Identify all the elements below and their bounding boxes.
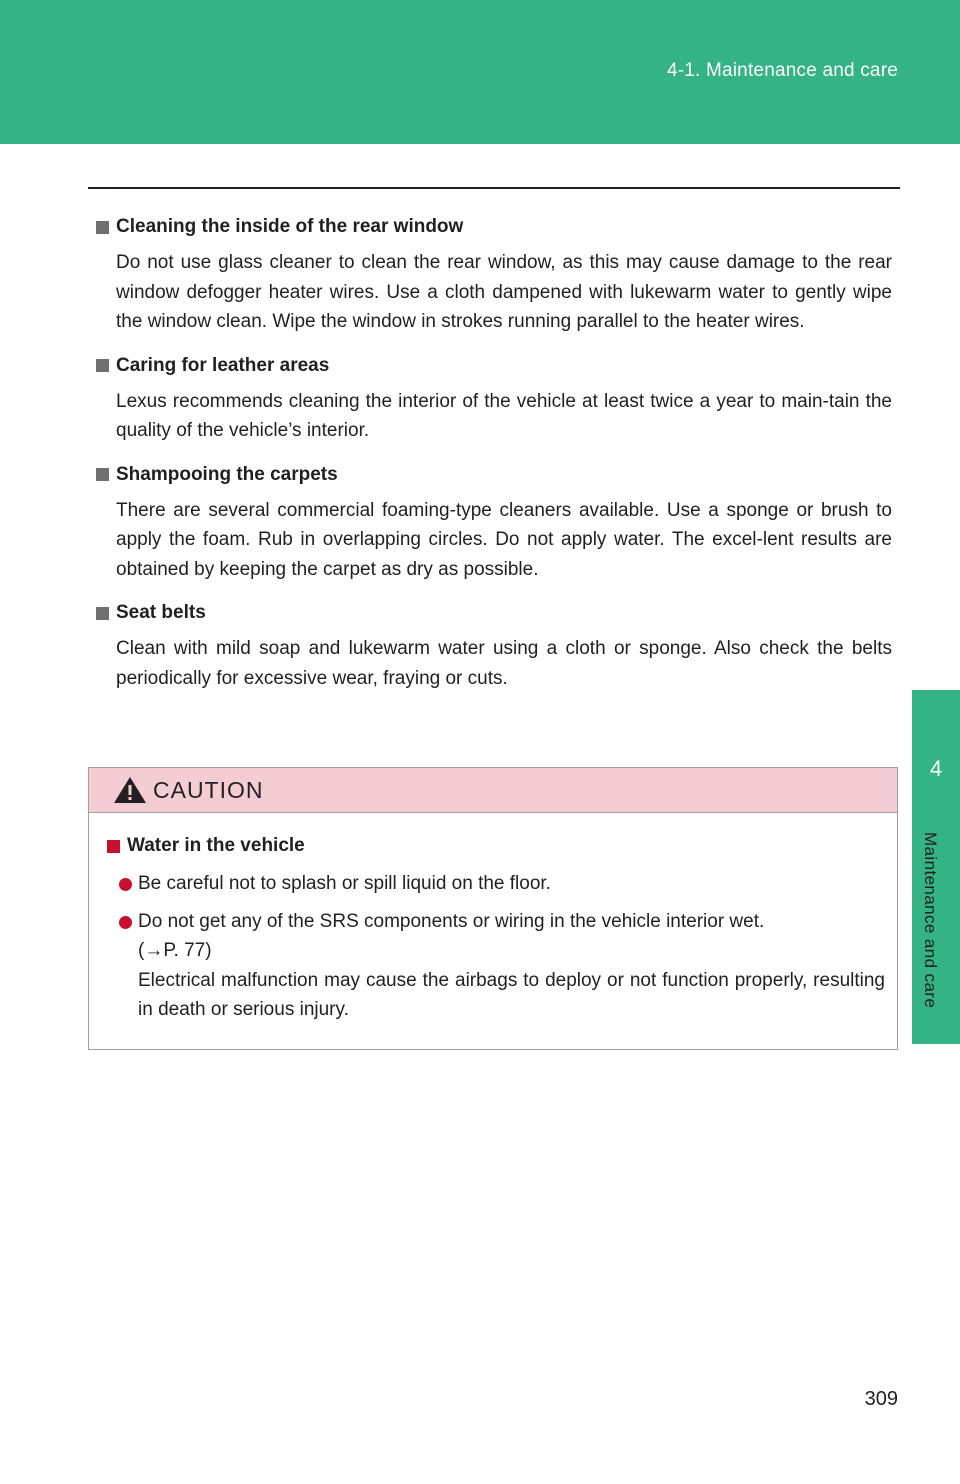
bullet-text: Be careful not to splash or spill liquid…: [138, 873, 551, 894]
chapter-label: Maintenance and care: [921, 832, 940, 1009]
square-bullet-icon: [96, 468, 109, 481]
section-heading: Caring for leather areas: [116, 354, 330, 376]
section-body: Lexus recommends cleaning the interior o…: [116, 390, 892, 442]
page-reference-link[interactable]: (→P. 77): [138, 940, 212, 961]
section-seat-belts: Seat belts Clean with mild soap and luke…: [96, 598, 892, 693]
caution-header: CAUTION: [89, 768, 897, 813]
warning-triangle-icon: [114, 777, 146, 803]
section-leather: Caring for leather areas Lexus recommend…: [96, 351, 892, 446]
caution-title: CAUTION: [153, 776, 264, 803]
caution-body: Water in the vehicle Be careful not to s…: [89, 813, 897, 1025]
section-heading: Seat belts: [116, 602, 206, 623]
square-bullet-icon: [96, 220, 109, 234]
caution-bullet: Do not get any of the SRS components or …: [107, 907, 885, 1025]
dot-bullet-icon: [119, 915, 132, 929]
bullet-detail: Electrical malfunction may cause the air…: [138, 969, 885, 1021]
section-rear-window: Cleaning the inside of the rear window D…: [96, 212, 892, 337]
header-band: 4-1. Maintenance and care: [0, 0, 960, 144]
caution-bullet: Be careful not to splash or spill liquid…: [107, 869, 885, 899]
main-content: Cleaning the inside of the rear window D…: [96, 212, 892, 707]
chapter-tab: [912, 690, 960, 1044]
section-heading: Shampooing the carpets: [116, 463, 338, 485]
dot-bullet-icon: [119, 878, 132, 891]
section-title: 4-1. Maintenance and care: [666, 60, 898, 81]
top-divider: [88, 187, 900, 189]
caution-box: CAUTION Water in the vehicle Be careful …: [88, 767, 898, 1050]
section-carpets: Shampooing the carpets There are several…: [96, 460, 892, 585]
square-bullet-icon: [96, 606, 109, 620]
square-bullet-icon: [96, 359, 109, 372]
section-body: Do not use glass cleaner to clean the re…: [116, 252, 892, 332]
section-body: There are several commercial foaming-typ…: [116, 499, 892, 580]
bullet-text: Do not get any of the SRS components or …: [138, 910, 765, 932]
page-number: 309: [864, 1388, 898, 1410]
section-body: Clean with mild soap and lukewarm water …: [116, 638, 892, 689]
section-heading: Cleaning the inside of the rear window: [116, 216, 464, 237]
caution-subheading: Water in the vehicle: [127, 835, 305, 856]
square-bullet-icon: [107, 839, 120, 853]
chapter-number: 4: [929, 756, 943, 781]
